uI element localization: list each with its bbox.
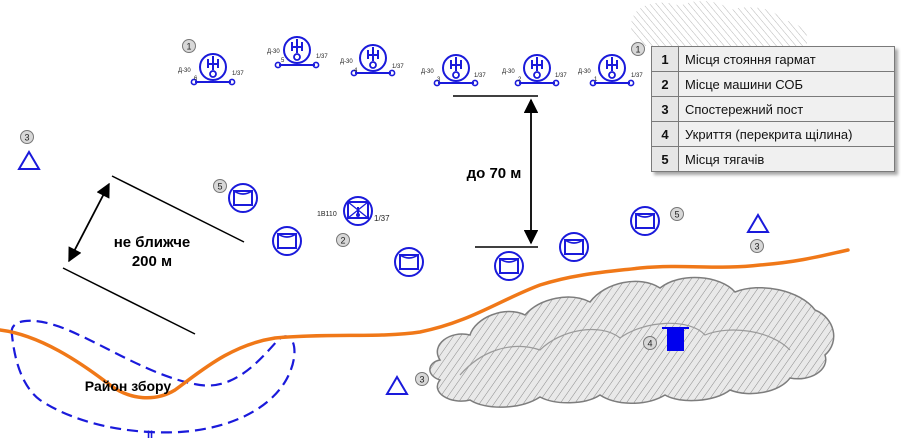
gun-position-5: Д-30 5 1/37 bbox=[267, 36, 328, 69]
svg-text:1: 1 bbox=[186, 42, 191, 52]
gun-position-6: Д-30 6 1/37 bbox=[178, 53, 244, 86]
legend-row: 2 Місце машини СОБ bbox=[651, 71, 895, 97]
badge-gun-positions-right: 1 bbox=[631, 42, 645, 56]
road bbox=[0, 248, 850, 400]
legend-text: Спостережний пост bbox=[678, 96, 895, 122]
svg-text:3: 3 bbox=[24, 133, 29, 143]
svg-text:4: 4 bbox=[354, 68, 358, 74]
legend-number: 1 bbox=[651, 46, 679, 72]
svg-text:1/37: 1/37 bbox=[555, 73, 567, 79]
badge-post-left: 3 bbox=[20, 130, 34, 144]
badge-tractors-left: 5 bbox=[213, 179, 227, 193]
assembly-area: II bbox=[10, 319, 296, 441]
tractor-5 bbox=[559, 232, 589, 262]
svg-text:5: 5 bbox=[217, 182, 222, 192]
observation-post-left bbox=[18, 151, 40, 170]
svg-text:Д-30: Д-30 bbox=[578, 69, 591, 75]
tractor-3 bbox=[394, 247, 424, 277]
svg-text:1/37: 1/37 bbox=[232, 71, 244, 77]
badge-shelter: 4 bbox=[643, 336, 657, 350]
tractor-2 bbox=[272, 226, 302, 256]
legend-table: 1 Місця стояння гармат 2 Місце машини СО… bbox=[651, 46, 895, 172]
gun-position-3: Д-30 3 1/37 bbox=[421, 54, 486, 87]
shelter bbox=[662, 327, 689, 351]
badge-post-right: 3 bbox=[750, 239, 764, 253]
svg-text:6: 6 bbox=[194, 76, 198, 82]
sob-vehicle: 1В110 1/37 bbox=[317, 196, 390, 226]
distance-label-line2: 200 м bbox=[132, 253, 172, 270]
svg-text:Д-30: Д-30 bbox=[340, 59, 353, 65]
svg-text:1: 1 bbox=[594, 77, 598, 83]
badge-tractors-right: 5 bbox=[670, 207, 684, 221]
tractor-6 bbox=[630, 206, 660, 236]
legend-row: 4 Укриття (перекрита щілина) bbox=[651, 121, 895, 147]
cover-area-right bbox=[429, 276, 835, 408]
legend-text: Місця тягачів bbox=[678, 146, 895, 172]
distance-indicator: не ближче 200 м bbox=[62, 175, 245, 335]
badge-sob: 2 bbox=[336, 233, 350, 247]
svg-text:1В110: 1В110 bbox=[317, 211, 337, 218]
legend-number: 5 bbox=[651, 146, 679, 172]
legend-row: 3 Спостережний пост bbox=[651, 96, 895, 122]
tractor-4 bbox=[494, 251, 524, 281]
svg-text:4: 4 bbox=[647, 339, 652, 349]
svg-text:1/37: 1/37 bbox=[316, 54, 328, 60]
legend-row: 5 Місця тягачів bbox=[651, 146, 895, 172]
gun-spacing-label: до 70 м bbox=[467, 165, 522, 182]
observation-post-bottom bbox=[386, 376, 408, 395]
badge-post-bottom: 3 bbox=[415, 372, 429, 386]
legend-row: 1 Місця стояння гармат bbox=[651, 46, 895, 72]
svg-text:5: 5 bbox=[281, 58, 285, 64]
svg-text:1/37: 1/37 bbox=[374, 214, 390, 223]
badge-gun-positions-left: 1 bbox=[182, 39, 196, 53]
svg-text:Д-30: Д-30 bbox=[267, 49, 280, 55]
svg-text:1/37: 1/37 bbox=[392, 64, 404, 70]
assembly-marker: II bbox=[147, 429, 153, 440]
svg-text:3: 3 bbox=[754, 242, 759, 252]
distance-label-line1: не ближче bbox=[114, 234, 191, 251]
svg-text:1: 1 bbox=[635, 45, 640, 55]
svg-text:1/37: 1/37 bbox=[631, 73, 643, 79]
svg-text:2: 2 bbox=[340, 236, 345, 246]
legend-text: Місце машини СОБ bbox=[678, 71, 895, 97]
tractor-1 bbox=[228, 183, 258, 213]
svg-text:2: 2 bbox=[518, 77, 522, 83]
svg-text:Д-30: Д-30 bbox=[178, 68, 191, 74]
gun-spacing-indicator: до 70 м bbox=[453, 95, 539, 248]
gun-position-1: Д-30 1 1/37 bbox=[578, 54, 643, 87]
svg-text:3: 3 bbox=[437, 77, 441, 83]
gun-position-2: Д-30 2 1/37 bbox=[502, 54, 567, 87]
assembly-area-label: Район збору bbox=[85, 378, 172, 394]
svg-text:Д-30: Д-30 bbox=[502, 69, 515, 75]
svg-text:Д-30: Д-30 bbox=[421, 69, 434, 75]
observation-post-right bbox=[747, 214, 769, 233]
legend-text: Укриття (перекрита щілина) bbox=[678, 121, 895, 147]
svg-text:5: 5 bbox=[674, 210, 679, 220]
legend-number: 3 bbox=[651, 96, 679, 122]
svg-text:1/37: 1/37 bbox=[474, 73, 486, 79]
gun-position-4: Д-30 4 1/37 bbox=[340, 44, 404, 77]
svg-text:3: 3 bbox=[419, 375, 424, 385]
legend-text: Місця стояння гармат bbox=[678, 46, 895, 72]
legend-number: 4 bbox=[651, 121, 679, 147]
legend-number: 2 bbox=[651, 71, 679, 97]
cover-area-top-right bbox=[631, 1, 808, 47]
